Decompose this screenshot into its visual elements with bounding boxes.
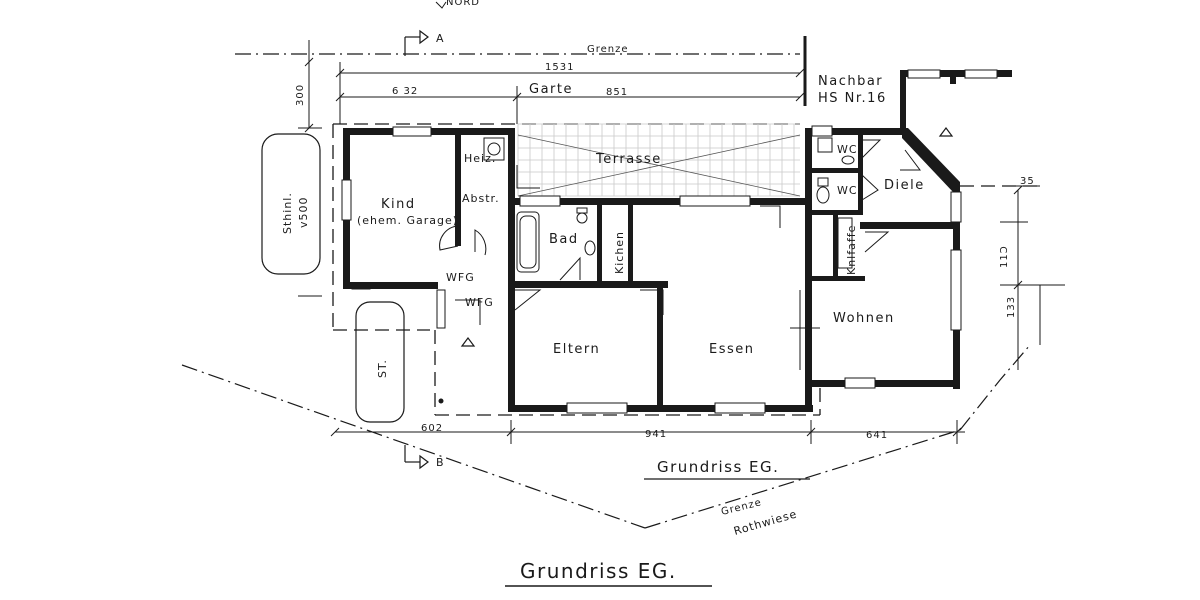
- room-knlfaffe: Knlfaffe: [845, 225, 858, 275]
- dim-641: 641: [866, 430, 888, 441]
- room-wfg-2: WFG: [465, 296, 494, 309]
- room-wfg-1: WFG: [446, 271, 475, 284]
- parking-left-dim: v500: [297, 196, 310, 228]
- section-a-label: A: [436, 32, 445, 45]
- section-marker-b: B: [404, 445, 445, 470]
- parking-bottom-label: ST.: [376, 359, 389, 378]
- dim-941: 941: [645, 429, 667, 440]
- walls: [343, 70, 1012, 412]
- parking-bottom: ST.: [355, 301, 405, 423]
- terrace-tiles: [517, 123, 801, 197]
- hs-nr-label: HS Nr.16: [818, 91, 887, 106]
- grenze-top-label: Grenze: [587, 44, 629, 55]
- room-kind-note: (ehem. Garage): [357, 214, 458, 227]
- room-labels: Kind (ehem. Garage) Heiz. Abstr. Terrass…: [357, 143, 925, 357]
- room-bad: Bad: [549, 232, 579, 247]
- dimension-lines: [298, 40, 1040, 444]
- section-marker-a: A: [404, 29, 445, 56]
- dim-851: 851: [606, 87, 628, 98]
- titles: Grundriss EG. Grundriss EG.: [505, 458, 810, 587]
- room-wohnen: Wohnen: [833, 311, 895, 326]
- dim-300: 300: [295, 84, 306, 106]
- section-b-label: B: [436, 456, 445, 469]
- dim-35: 35: [1020, 176, 1035, 187]
- room-wc-1: WC: [837, 143, 858, 156]
- dim-1531: 1531: [545, 62, 574, 73]
- room-heiz: Heiz.: [464, 152, 496, 165]
- parking-left: Sthinl. v500: [261, 133, 321, 275]
- fixtures: [483, 137, 855, 273]
- room-abstr: Abstr.: [462, 192, 500, 205]
- room-eltern: Eltern: [553, 342, 600, 357]
- entry-markers: [351, 127, 954, 404]
- parking-left-label: Sthinl.: [281, 192, 294, 234]
- compass-label: NORD: [446, 0, 480, 8]
- room-kitchen: Kichen: [613, 231, 626, 274]
- room-kind: Kind: [381, 197, 416, 212]
- dim-133: 133: [1006, 296, 1017, 318]
- terrace-diagonal: [517, 134, 801, 197]
- doors: [439, 139, 921, 370]
- dim-602: 602: [421, 423, 443, 434]
- plan-title-main: Grundriss EG.: [520, 559, 677, 583]
- room-terrasse: Terrasse: [595, 152, 662, 167]
- compass: NORD: [435, 0, 480, 9]
- garden-label: Garte: [529, 82, 573, 97]
- dim-632: 6 32: [392, 86, 418, 97]
- room-essen: Essen: [709, 342, 755, 357]
- windows: [341, 69, 998, 414]
- nachbar-label: Nachbar: [818, 74, 883, 89]
- grenze-bottom-label: Grenze: [720, 497, 763, 518]
- dim-110: 11Ͻ: [999, 245, 1010, 268]
- room-diele: Diele: [884, 178, 925, 193]
- room-wc-2: WC: [837, 184, 858, 197]
- plan-title-sub: Grundriss EG.: [657, 458, 779, 476]
- dimension-labels: 1531 6 32 851 602 941 641 35 300 11Ͻ 133: [295, 62, 1035, 441]
